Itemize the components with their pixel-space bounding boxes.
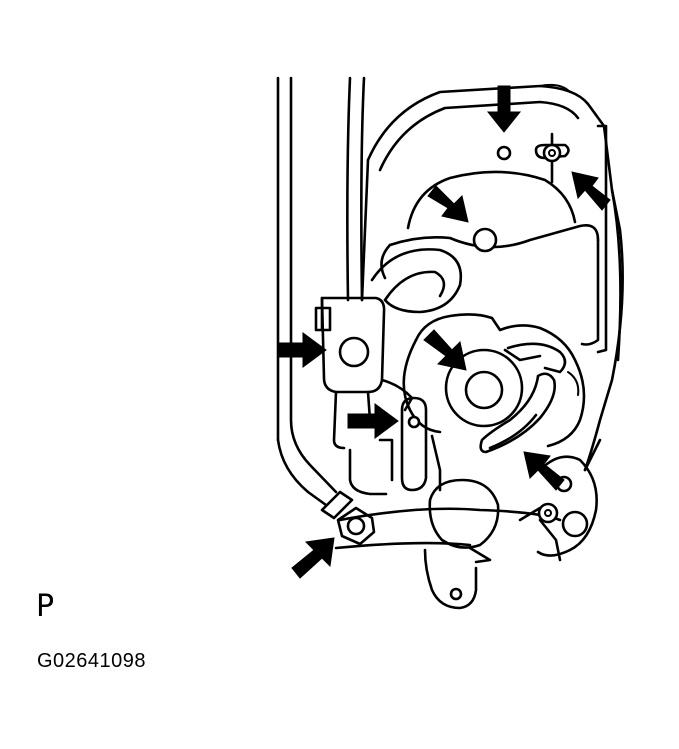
pointer-arrows [277, 85, 611, 579]
curved-slot-lever [479, 372, 556, 454]
left-connector [314, 296, 414, 450]
arrow-top-right-fastener [571, 171, 611, 211]
rod-boot [370, 248, 463, 314]
lock-housing [360, 83, 624, 472]
arrow-upper-plate-hole [427, 185, 469, 223]
vertical-slot-link [348, 396, 442, 496]
arrow-rod-end-bolt [291, 537, 335, 579]
lower-assembly [334, 438, 602, 610]
arrow-curved-slot [523, 451, 565, 491]
arrow-left-connector [277, 332, 327, 368]
arrow-vertical-slot [347, 403, 399, 439]
figure-marker-letter: P [36, 589, 55, 624]
top-right-fastener [534, 132, 570, 184]
rod-end-bolt [320, 490, 376, 546]
figure-code: G02641098 [37, 650, 147, 672]
arrow-top-hole [486, 85, 522, 133]
upper-plate-hole [472, 227, 498, 253]
arrow-central-rotor [423, 329, 467, 371]
top-hole [496, 145, 512, 161]
upper-plate [380, 170, 600, 346]
door-frame-lines [276, 76, 366, 507]
